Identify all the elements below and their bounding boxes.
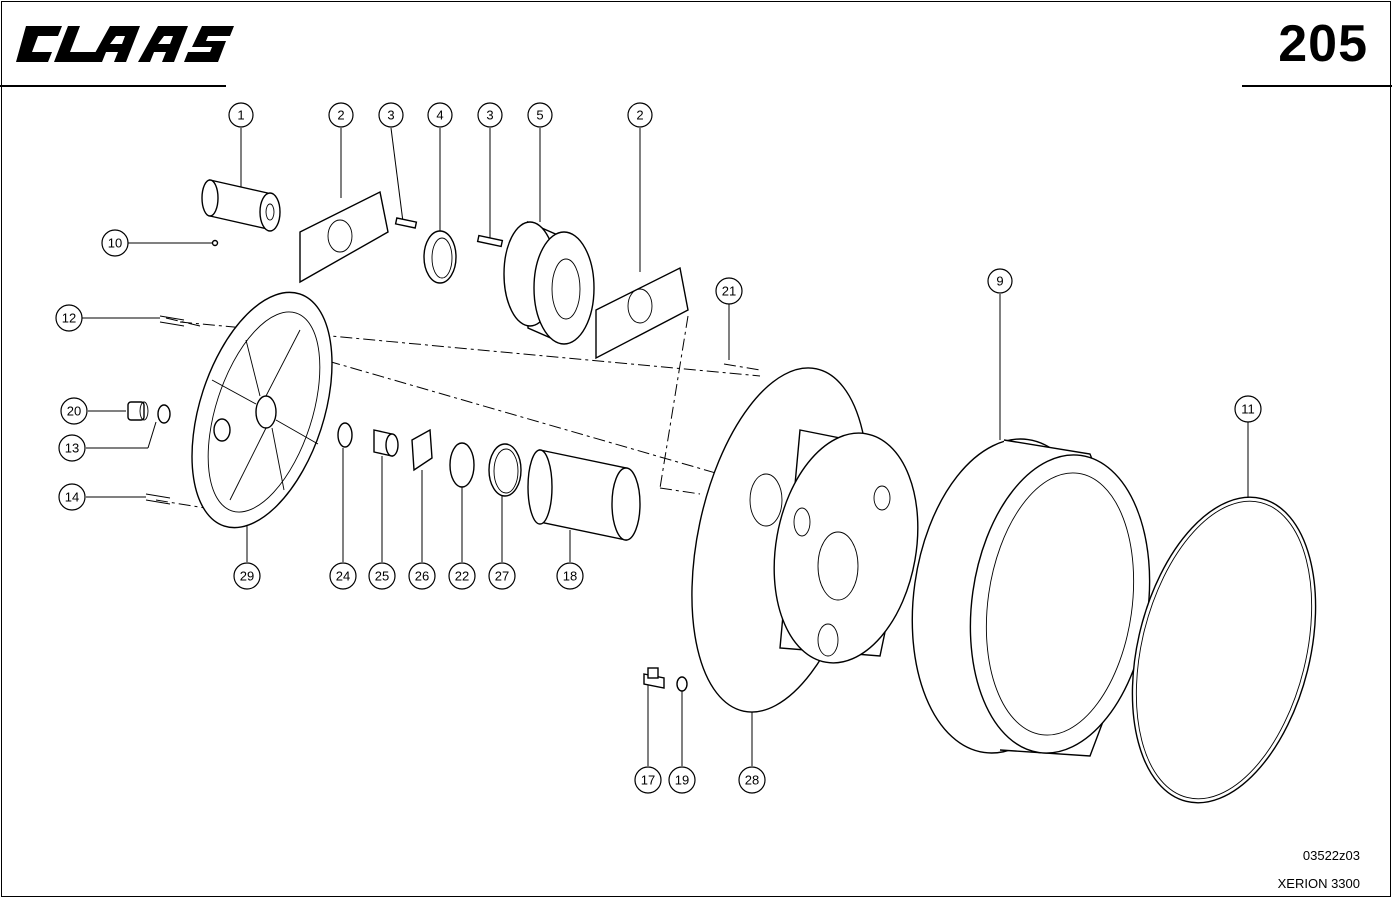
svg-text:13: 13	[65, 441, 79, 456]
callout-29: 29	[233, 562, 261, 590]
callout-3: 3	[378, 102, 404, 128]
callout-1: 1	[228, 102, 254, 128]
part-25-bushing	[373, 429, 399, 457]
part-27-ring	[488, 443, 522, 497]
part-2-plate-b	[595, 266, 689, 360]
part-1-cylinder	[201, 179, 281, 232]
svg-text:2: 2	[636, 108, 643, 123]
callout-19: 19	[668, 766, 696, 794]
callout-24: 24	[329, 562, 357, 590]
svg-text:14: 14	[65, 490, 79, 505]
svg-text:12: 12	[62, 311, 76, 326]
callout-2: 2	[328, 102, 354, 128]
part-24-ring	[337, 422, 353, 448]
callout-20: 20	[60, 397, 88, 425]
part-10-ball	[211, 239, 219, 247]
callout-26: 26	[408, 562, 436, 590]
svg-text:19: 19	[675, 773, 689, 788]
part-13-seal	[157, 404, 171, 424]
svg-text:22: 22	[455, 569, 469, 584]
callout-2: 2	[627, 102, 653, 128]
part-3-pin-b	[476, 234, 504, 248]
part-3-pin-a	[394, 217, 418, 229]
part-22-circlip	[449, 442, 475, 488]
svg-text:24: 24	[336, 569, 350, 584]
part-14-bolt	[145, 493, 171, 505]
callout-9: 9	[987, 268, 1013, 294]
svg-text:21: 21	[722, 284, 736, 299]
callout-11: 11	[1234, 395, 1262, 423]
callout-10: 10	[101, 229, 129, 257]
part-26-shim	[411, 428, 433, 472]
svg-text:26: 26	[415, 569, 429, 584]
svg-text:1: 1	[237, 108, 244, 123]
callout-25: 25	[368, 562, 396, 590]
svg-text:11: 11	[1241, 402, 1255, 417]
svg-text:4: 4	[436, 108, 443, 123]
callout-21: 21	[715, 277, 743, 305]
svg-text:18: 18	[563, 569, 577, 584]
part-18-gear	[527, 449, 641, 541]
header-rule-right	[1242, 85, 1392, 87]
part-5-gear	[503, 220, 595, 345]
svg-text:17: 17	[641, 773, 655, 788]
part-12-bolt	[159, 315, 185, 327]
svg-text:28: 28	[745, 773, 759, 788]
header-rule-left	[0, 85, 226, 87]
svg-text:29: 29	[240, 569, 254, 584]
claas-logo	[16, 26, 234, 62]
svg-text:3: 3	[387, 108, 394, 123]
part-19-washer	[676, 676, 688, 692]
svg-text:5: 5	[536, 108, 543, 123]
svg-text:2: 2	[337, 108, 344, 123]
callout-5: 5	[527, 102, 553, 128]
callout-22: 22	[448, 562, 476, 590]
callout-27: 27	[488, 562, 516, 590]
callout-4: 4	[427, 102, 453, 128]
callout-3: 3	[477, 102, 503, 128]
callout-12: 12	[55, 304, 83, 332]
part-11-snap-ring	[1131, 496, 1317, 804]
model-name: XERION 3300	[1277, 876, 1360, 891]
svg-text:3: 3	[486, 108, 493, 123]
part-2-plate-a	[299, 190, 389, 284]
part-9-ring-gear	[911, 438, 1151, 757]
part-4-washer	[423, 230, 457, 284]
part-28-housing	[691, 367, 919, 713]
svg-text:27: 27	[495, 569, 509, 584]
drawing-code: 03522z03	[1302, 848, 1360, 863]
svg-text:9: 9	[996, 274, 1003, 289]
leader-lines	[82, 127, 1249, 766]
page-number: 205	[1278, 15, 1368, 73]
part-20-plug	[127, 401, 149, 421]
callout-14: 14	[58, 483, 86, 511]
svg-text:10: 10	[108, 236, 122, 251]
svg-text:25: 25	[375, 569, 389, 584]
callout-28: 28	[738, 766, 766, 794]
callout-18: 18	[556, 562, 584, 590]
svg-text:20: 20	[67, 404, 81, 419]
part-17-screw	[643, 667, 665, 689]
part-29-cover	[191, 291, 333, 529]
callout-17: 17	[634, 766, 662, 794]
callout-13: 13	[58, 434, 86, 462]
